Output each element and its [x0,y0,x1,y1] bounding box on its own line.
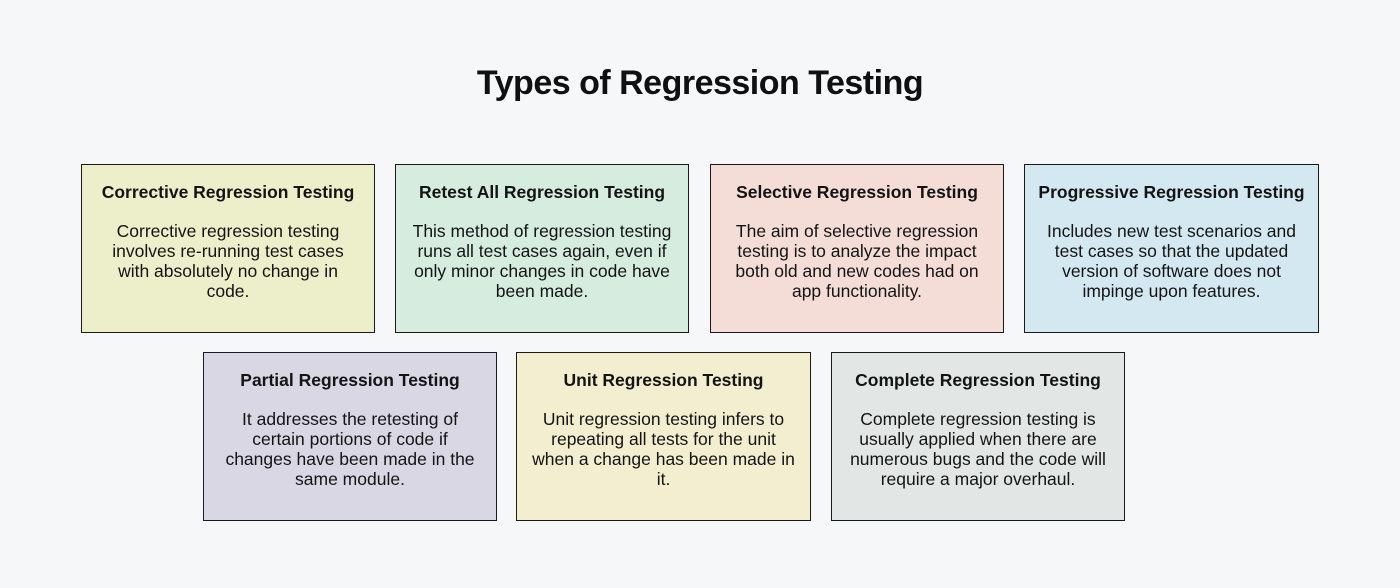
card-unit-regression-testing: Unit Regression Testing Unit regression … [516,352,811,521]
card-title: Complete Regression Testing [855,370,1101,390]
card-body: Unit regression testing infers to repeat… [532,409,795,489]
card-body: Corrective regression testing involves r… [112,221,344,301]
card-corrective-regression-testing: Corrective Regression Testing Corrective… [81,164,375,333]
card-title: Corrective Regression Testing [101,182,355,202]
card-title: Progressive Regression Testing [1038,182,1305,202]
card-retest-all-regression-testing: Retest All Regression Testing This metho… [395,164,689,333]
page-title: Types of Regression Testing [476,64,924,102]
card-body: Complete regression testing is usually a… [850,409,1106,489]
card-title: Unit Regression Testing [563,370,764,390]
card-title: Retest All Regression Testing [418,182,666,202]
card-title: Partial Regression Testing [240,370,460,390]
card-body: It addresses the retesting of certain po… [225,409,475,489]
card-partial-regression-testing: Partial Regression Testing It addresses … [203,352,497,521]
card-body: Includes new test scenarios and test cas… [1046,221,1297,301]
card-body: The aim of selective regression testing … [735,221,979,301]
card-body: This method of regression testing runs a… [412,221,672,301]
card-progressive-regression-testing: Progressive Regression Testing Includes … [1024,164,1319,333]
card-selective-regression-testing: Selective Regression Testing The aim of … [710,164,1004,333]
card-title: Selective Regression Testing [736,182,978,202]
card-complete-regression-testing: Complete Regression Testing Complete reg… [831,352,1125,521]
